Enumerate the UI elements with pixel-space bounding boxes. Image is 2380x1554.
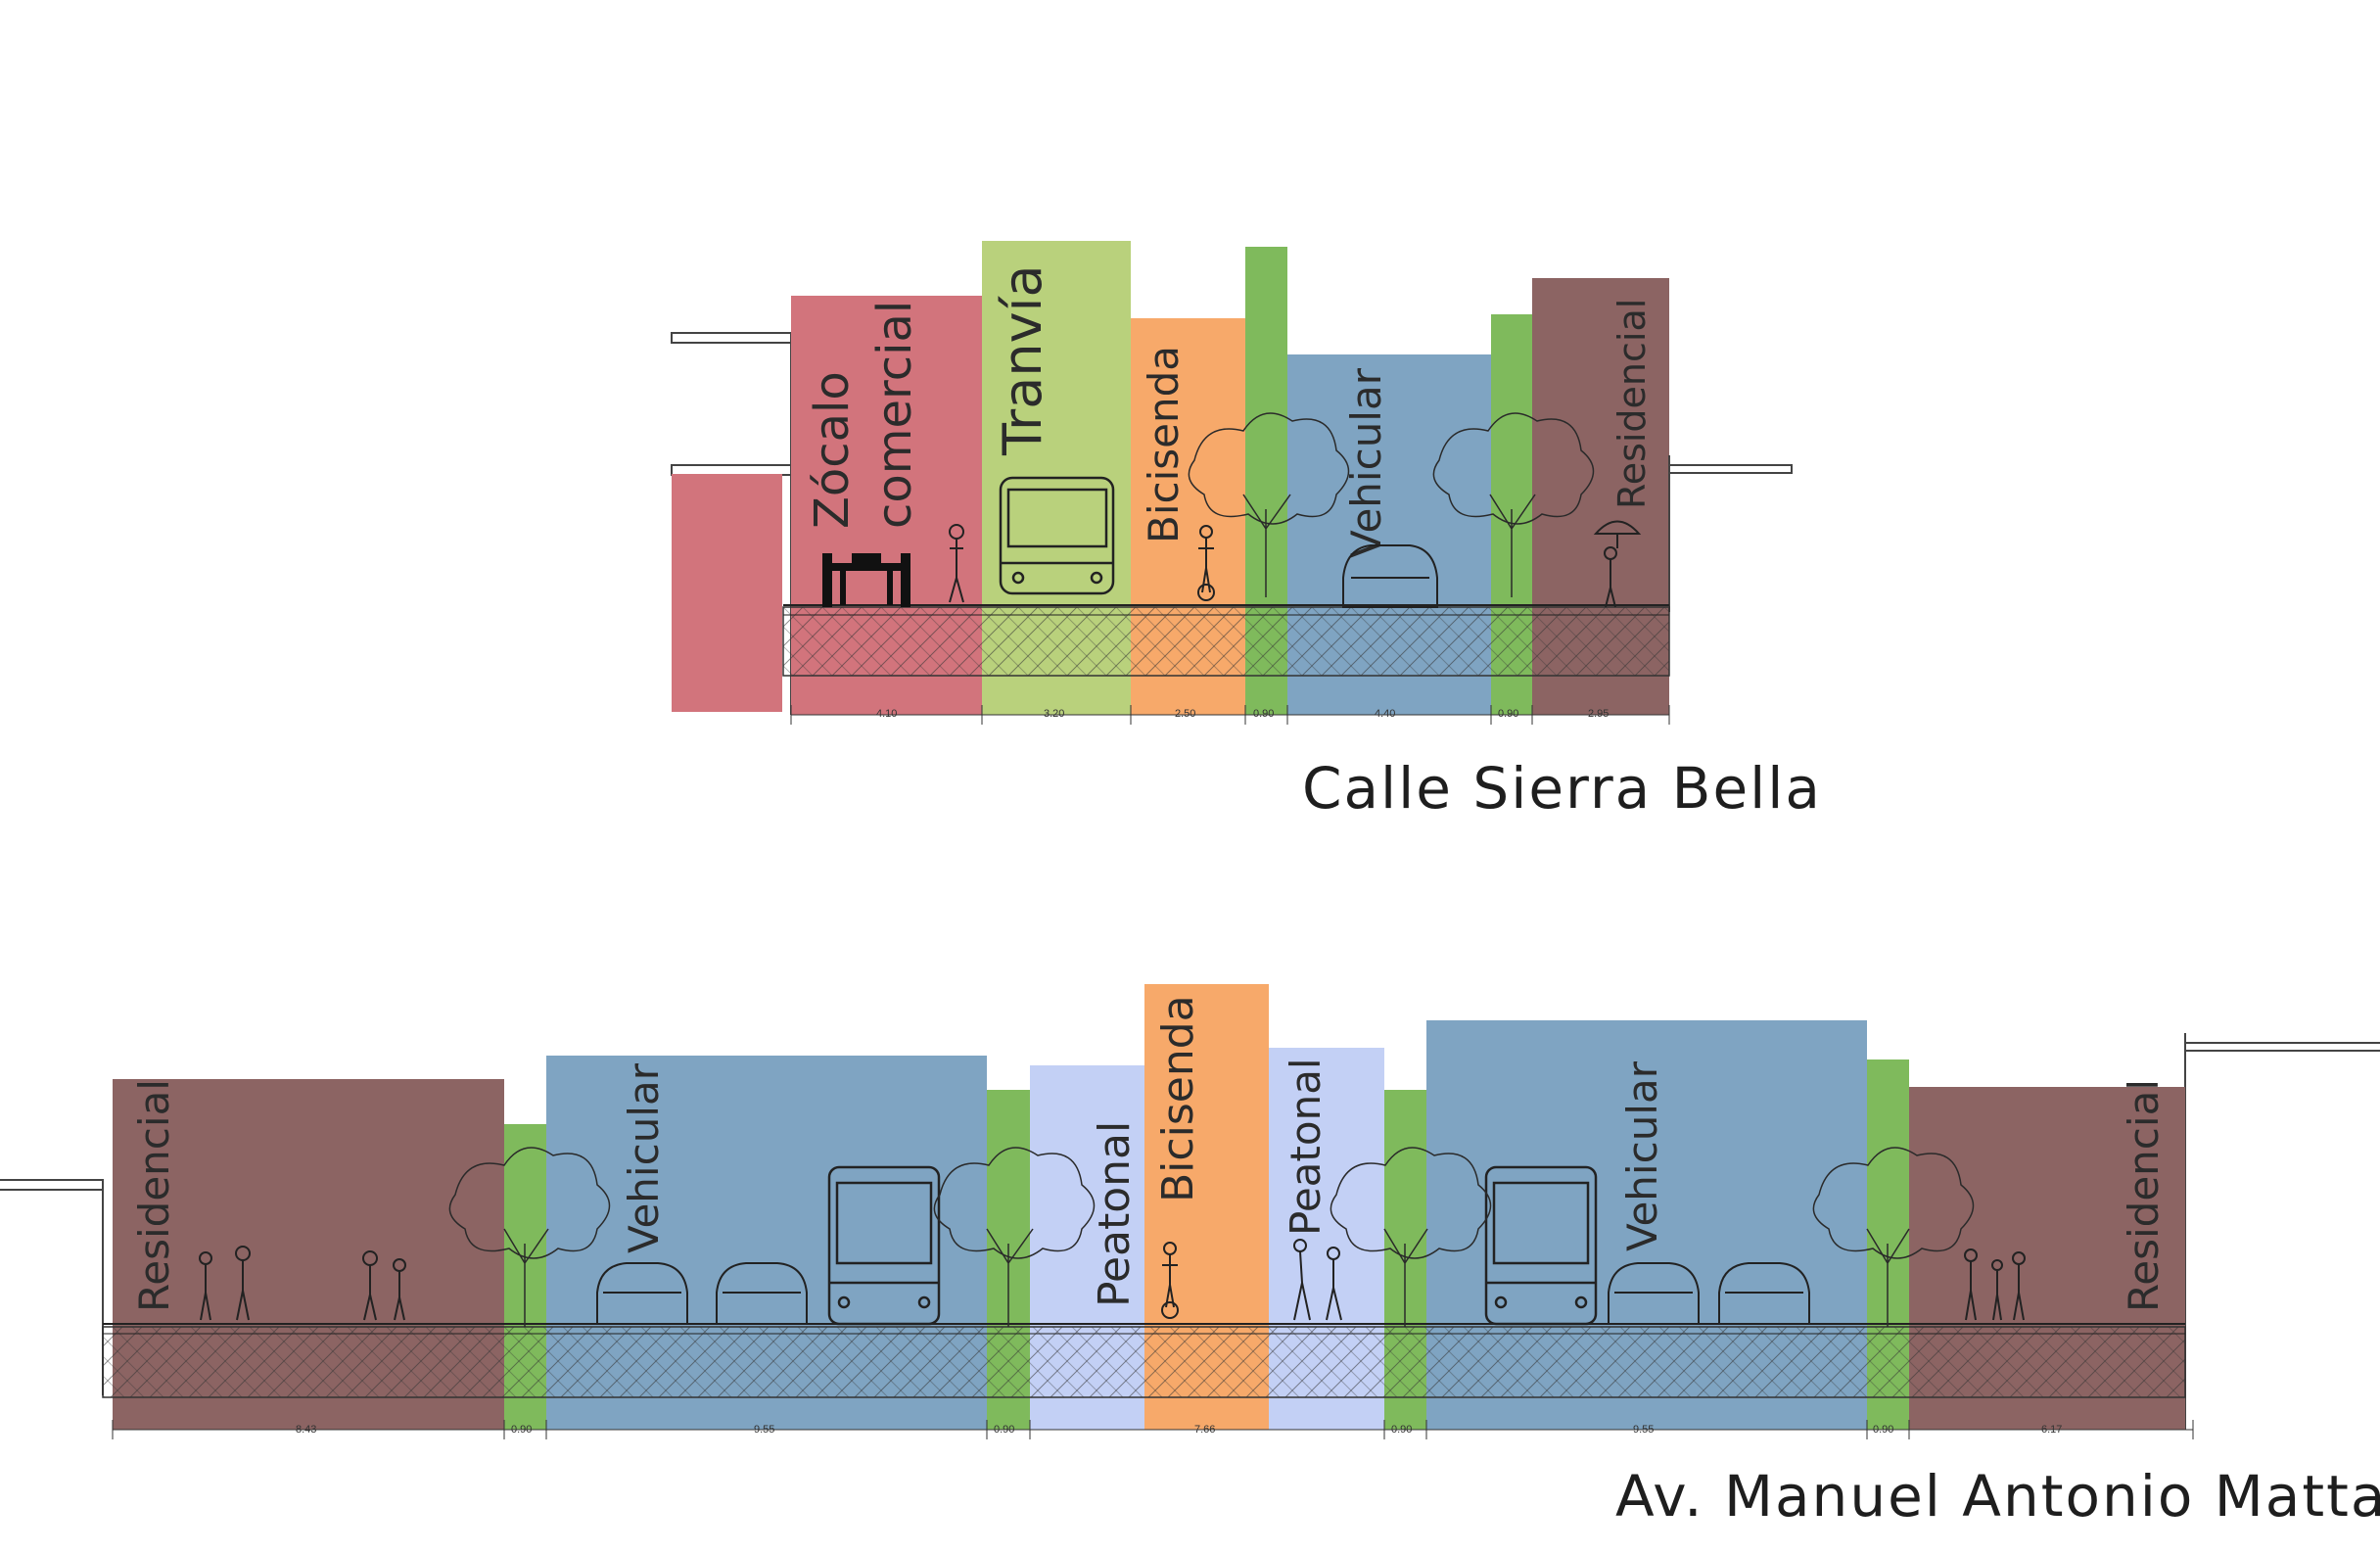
label-bicisenda-1: Bicisenda (1140, 346, 1188, 543)
dim-label: 4.40 (1375, 708, 1395, 720)
tree-icon (448, 1147, 611, 1327)
left-building-block (672, 474, 782, 712)
cyclist-icon (1197, 525, 1215, 601)
dim-label: 0.90 (1873, 1424, 1893, 1436)
label-residencial-2a: Residencial (130, 1079, 178, 1312)
right-building-outline (1668, 455, 1793, 612)
label-vehicular-1: Vehicular (1342, 367, 1390, 558)
section-title-1: Calle Sierra Bella (1302, 755, 1822, 822)
tree-icon (933, 1147, 1096, 1327)
dim-label: 6.17 (2041, 1424, 2062, 1436)
label-residencial-2b: Residencial (2120, 1079, 2168, 1312)
dim-label: 4.10 (876, 708, 897, 720)
label-residencial-1: Residencial (1610, 299, 1654, 509)
label-vehicular-2b: Vehicular (1618, 1060, 1666, 1251)
label-comercial: comercial (867, 301, 922, 529)
tree-icon (1812, 1147, 1975, 1327)
label-peatonal-2a: Peatonal (1090, 1121, 1140, 1307)
ground-paving (782, 604, 1670, 677)
bus-icon (1484, 1165, 1598, 1326)
dim-label: 9.55 (754, 1424, 774, 1436)
dim-label: 2.50 (1175, 708, 1195, 720)
umbrella-person-icon (1593, 520, 1642, 608)
pedestrian-group-icon (199, 1246, 406, 1321)
label-vehicular-2a: Vehicular (620, 1062, 668, 1253)
dim-label: 9.55 (1633, 1424, 1654, 1436)
label-peatonal-2b: Peatonal (1282, 1058, 1330, 1236)
car-icon (1608, 1262, 1700, 1325)
tram-icon (999, 476, 1115, 595)
cyclist-icon (1161, 1242, 1179, 1319)
dim-label: 0.90 (994, 1424, 1014, 1436)
label-zocalo: Zócalo (805, 371, 860, 529)
dimension-line-2 (112, 1420, 2194, 1439)
pedestrian-icon (949, 524, 964, 603)
pedestrian-group-icon (1964, 1248, 2026, 1321)
dim-label: 8.43 (296, 1424, 316, 1436)
tree-icon (1330, 1147, 1492, 1327)
car-icon (596, 1262, 688, 1325)
section-sierra-bella: Zócalo comercial Tranvía Bicisenda Vehic… (671, 241, 1822, 822)
car-icon (716, 1262, 808, 1325)
dimension-line-1 (790, 705, 1670, 725)
dim-label: 2.95 (1588, 708, 1609, 720)
dim-label: 0.90 (1253, 708, 1274, 720)
car-icon (1718, 1262, 1810, 1325)
dim-label: 7.66 (1194, 1424, 1215, 1436)
right-building-outline (2184, 1033, 2380, 1430)
label-tranvia: Tranvía (992, 264, 1053, 456)
label-bicisenda-2: Bicisenda (1153, 995, 1203, 1202)
ground-paving (102, 1323, 2186, 1398)
cafe-table-icon (822, 553, 910, 607)
left-building-outline (0, 1179, 104, 1395)
tree-icon (1432, 412, 1595, 597)
tree-icon (1188, 412, 1350, 597)
dim-label: 0.90 (511, 1424, 532, 1436)
car-icon (1342, 544, 1438, 608)
bus-icon (827, 1165, 941, 1326)
section-title-2: Av. Manuel Antonio Matta (1615, 1463, 2380, 1530)
section-manuel-antonio-matta: Residencial Vehicular Peatonal Bicisenda… (0, 984, 2380, 1530)
dim-label: 0.90 (1498, 708, 1518, 720)
dim-label: 3.20 (1044, 708, 1064, 720)
dim-label: 0.90 (1391, 1424, 1412, 1436)
walking-people-icon (1293, 1239, 1342, 1321)
